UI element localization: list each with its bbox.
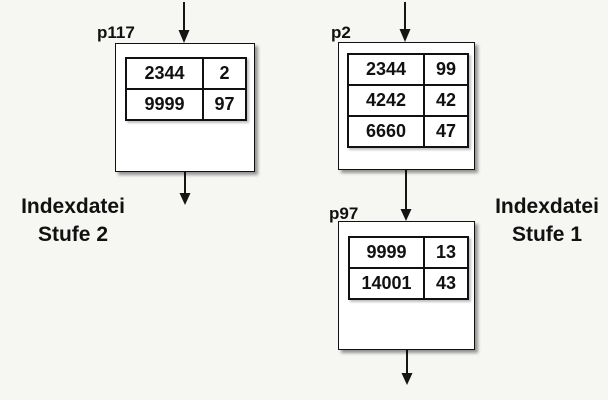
key-cell: 14001 (348, 267, 425, 300)
caption-indexdatei-stufe-2: Indexdatei Stufe 2 (11, 193, 135, 249)
table-row: 2344 2 (125, 57, 247, 90)
caption-indexdatei-stufe-1: Indexdatei Stufe 1 (485, 193, 608, 249)
arrow-out-of-p117-icon (179, 172, 191, 205)
caption-line: Stufe 2 (37, 223, 108, 246)
caption-line: Indexdatei (21, 195, 125, 218)
caption-line: Stufe 1 (511, 223, 582, 246)
arrow-into-p2-icon (399, 2, 411, 42)
key-cell: 9999 (125, 88, 204, 121)
key-cell: 2344 (347, 53, 425, 86)
node-table-p2: 2344 99 4242 42 6660 47 (347, 53, 469, 148)
node-label-p97: p97 (329, 204, 359, 223)
table-row: 9999 13 (348, 236, 469, 269)
key-cell: 4242 (347, 84, 425, 117)
node-box-p117: 2344 2 9999 97 (115, 43, 255, 172)
pointer-cell: 47 (423, 115, 469, 148)
table-row: 4242 42 (347, 84, 469, 117)
node-table-p117: 2344 2 9999 97 (125, 57, 247, 121)
table-row: 14001 43 (348, 267, 469, 300)
node-box-p2: 2344 99 4242 42 6660 47 (338, 42, 475, 170)
node-box-p97: 9999 13 14001 43 (338, 221, 475, 350)
key-cell: 9999 (348, 236, 425, 269)
key-cell: 2344 (125, 57, 204, 90)
table-row: 9999 97 (125, 88, 247, 121)
pointer-cell: 2 (202, 57, 247, 90)
node-label-p117: p117 (97, 23, 135, 42)
pointer-cell: 13 (423, 236, 469, 269)
pointer-cell: 97 (202, 88, 247, 121)
node-table-p97: 9999 13 14001 43 (348, 236, 469, 300)
table-row: 6660 47 (347, 115, 469, 148)
pointer-cell: 99 (423, 53, 469, 86)
caption-line: Indexdatei (495, 195, 599, 218)
arrow-p2-to-p97-icon (400, 170, 412, 221)
table-row: 2344 99 (347, 53, 469, 86)
key-cell: 6660 (347, 115, 425, 148)
node-label-p2: p2 (331, 23, 351, 42)
pointer-cell: 43 (423, 267, 469, 300)
arrow-out-of-p97-icon (401, 350, 413, 385)
pointer-cell: 42 (423, 84, 469, 117)
arrow-into-p117-icon (178, 2, 190, 43)
